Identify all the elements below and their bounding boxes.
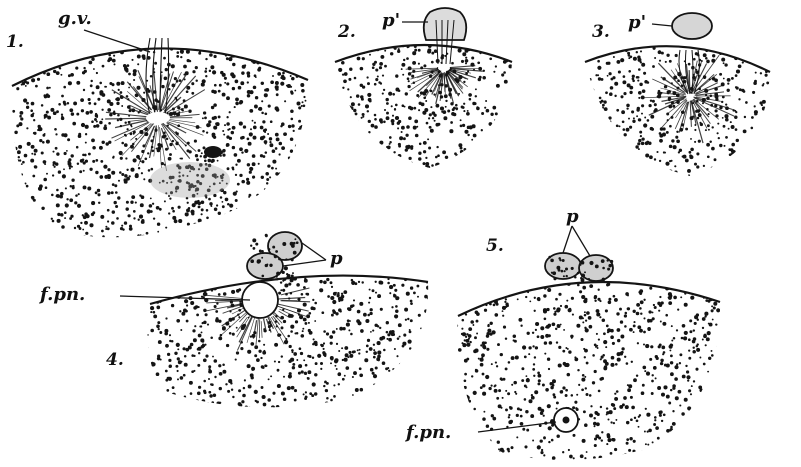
figure-4-cell-membrane [150, 276, 428, 304]
figure-2-nucleus [438, 65, 450, 71]
figure-4-yolk-granules [138, 260, 433, 423]
figure-3-polar-body-label: p' [628, 14, 646, 32]
figure-3-cell-membrane [585, 46, 770, 72]
figure-2-number: 2. [338, 24, 356, 41]
figure-2-yolk-granules [333, 27, 516, 172]
figure-3-number: 3. [592, 24, 610, 41]
figure-4-egg [120, 232, 433, 423]
figure-1-yolk-granules [9, 18, 311, 251]
figure-4-fpn-label: f.pn. [40, 286, 85, 304]
figure-5-egg [450, 226, 725, 467]
figure-2-polar-body-label: p' [382, 12, 400, 30]
figure-2-egg [333, 8, 516, 172]
figure-1-number: 1. [6, 34, 24, 51]
figure-1-egg [9, 18, 311, 251]
figure-1-gv-label: g.v. [58, 10, 92, 28]
figure-5-polar-bodies-label: p [566, 208, 579, 226]
figure-1-dark-mass [150, 146, 230, 198]
figure-2-cell-membrane [335, 45, 512, 62]
figure-1-label-leader [84, 30, 150, 52]
figure-5-fpn-leader [478, 422, 556, 432]
figure-5-number: 5. [486, 238, 504, 255]
figure-5-p-leader-right [572, 226, 590, 256]
figure-3-polar-body [672, 13, 712, 39]
figure-4-p-leader-upper [302, 243, 326, 260]
figure-3-label-leader [652, 24, 672, 26]
figure-5-nucleolus [563, 417, 570, 424]
figure-4-p-leader-lower [283, 260, 326, 266]
figure-2-aster [406, 66, 483, 104]
figure-5-fpn-label: f.pn. [406, 424, 451, 442]
figure-4-polar-bodies-label: p [330, 250, 343, 268]
figure-5-yolk-granules [450, 255, 725, 467]
figure-1-germinal-vesicle [146, 112, 170, 124]
figure-3-egg [583, 13, 774, 180]
figure-5-cell-membrane [458, 282, 720, 316]
figure-4-number: 4. [106, 352, 124, 369]
figure-4-fpn-leader [120, 296, 250, 300]
figure-5-p-leader-left [563, 226, 572, 253]
figure-2-polar-body-forming [424, 8, 467, 40]
